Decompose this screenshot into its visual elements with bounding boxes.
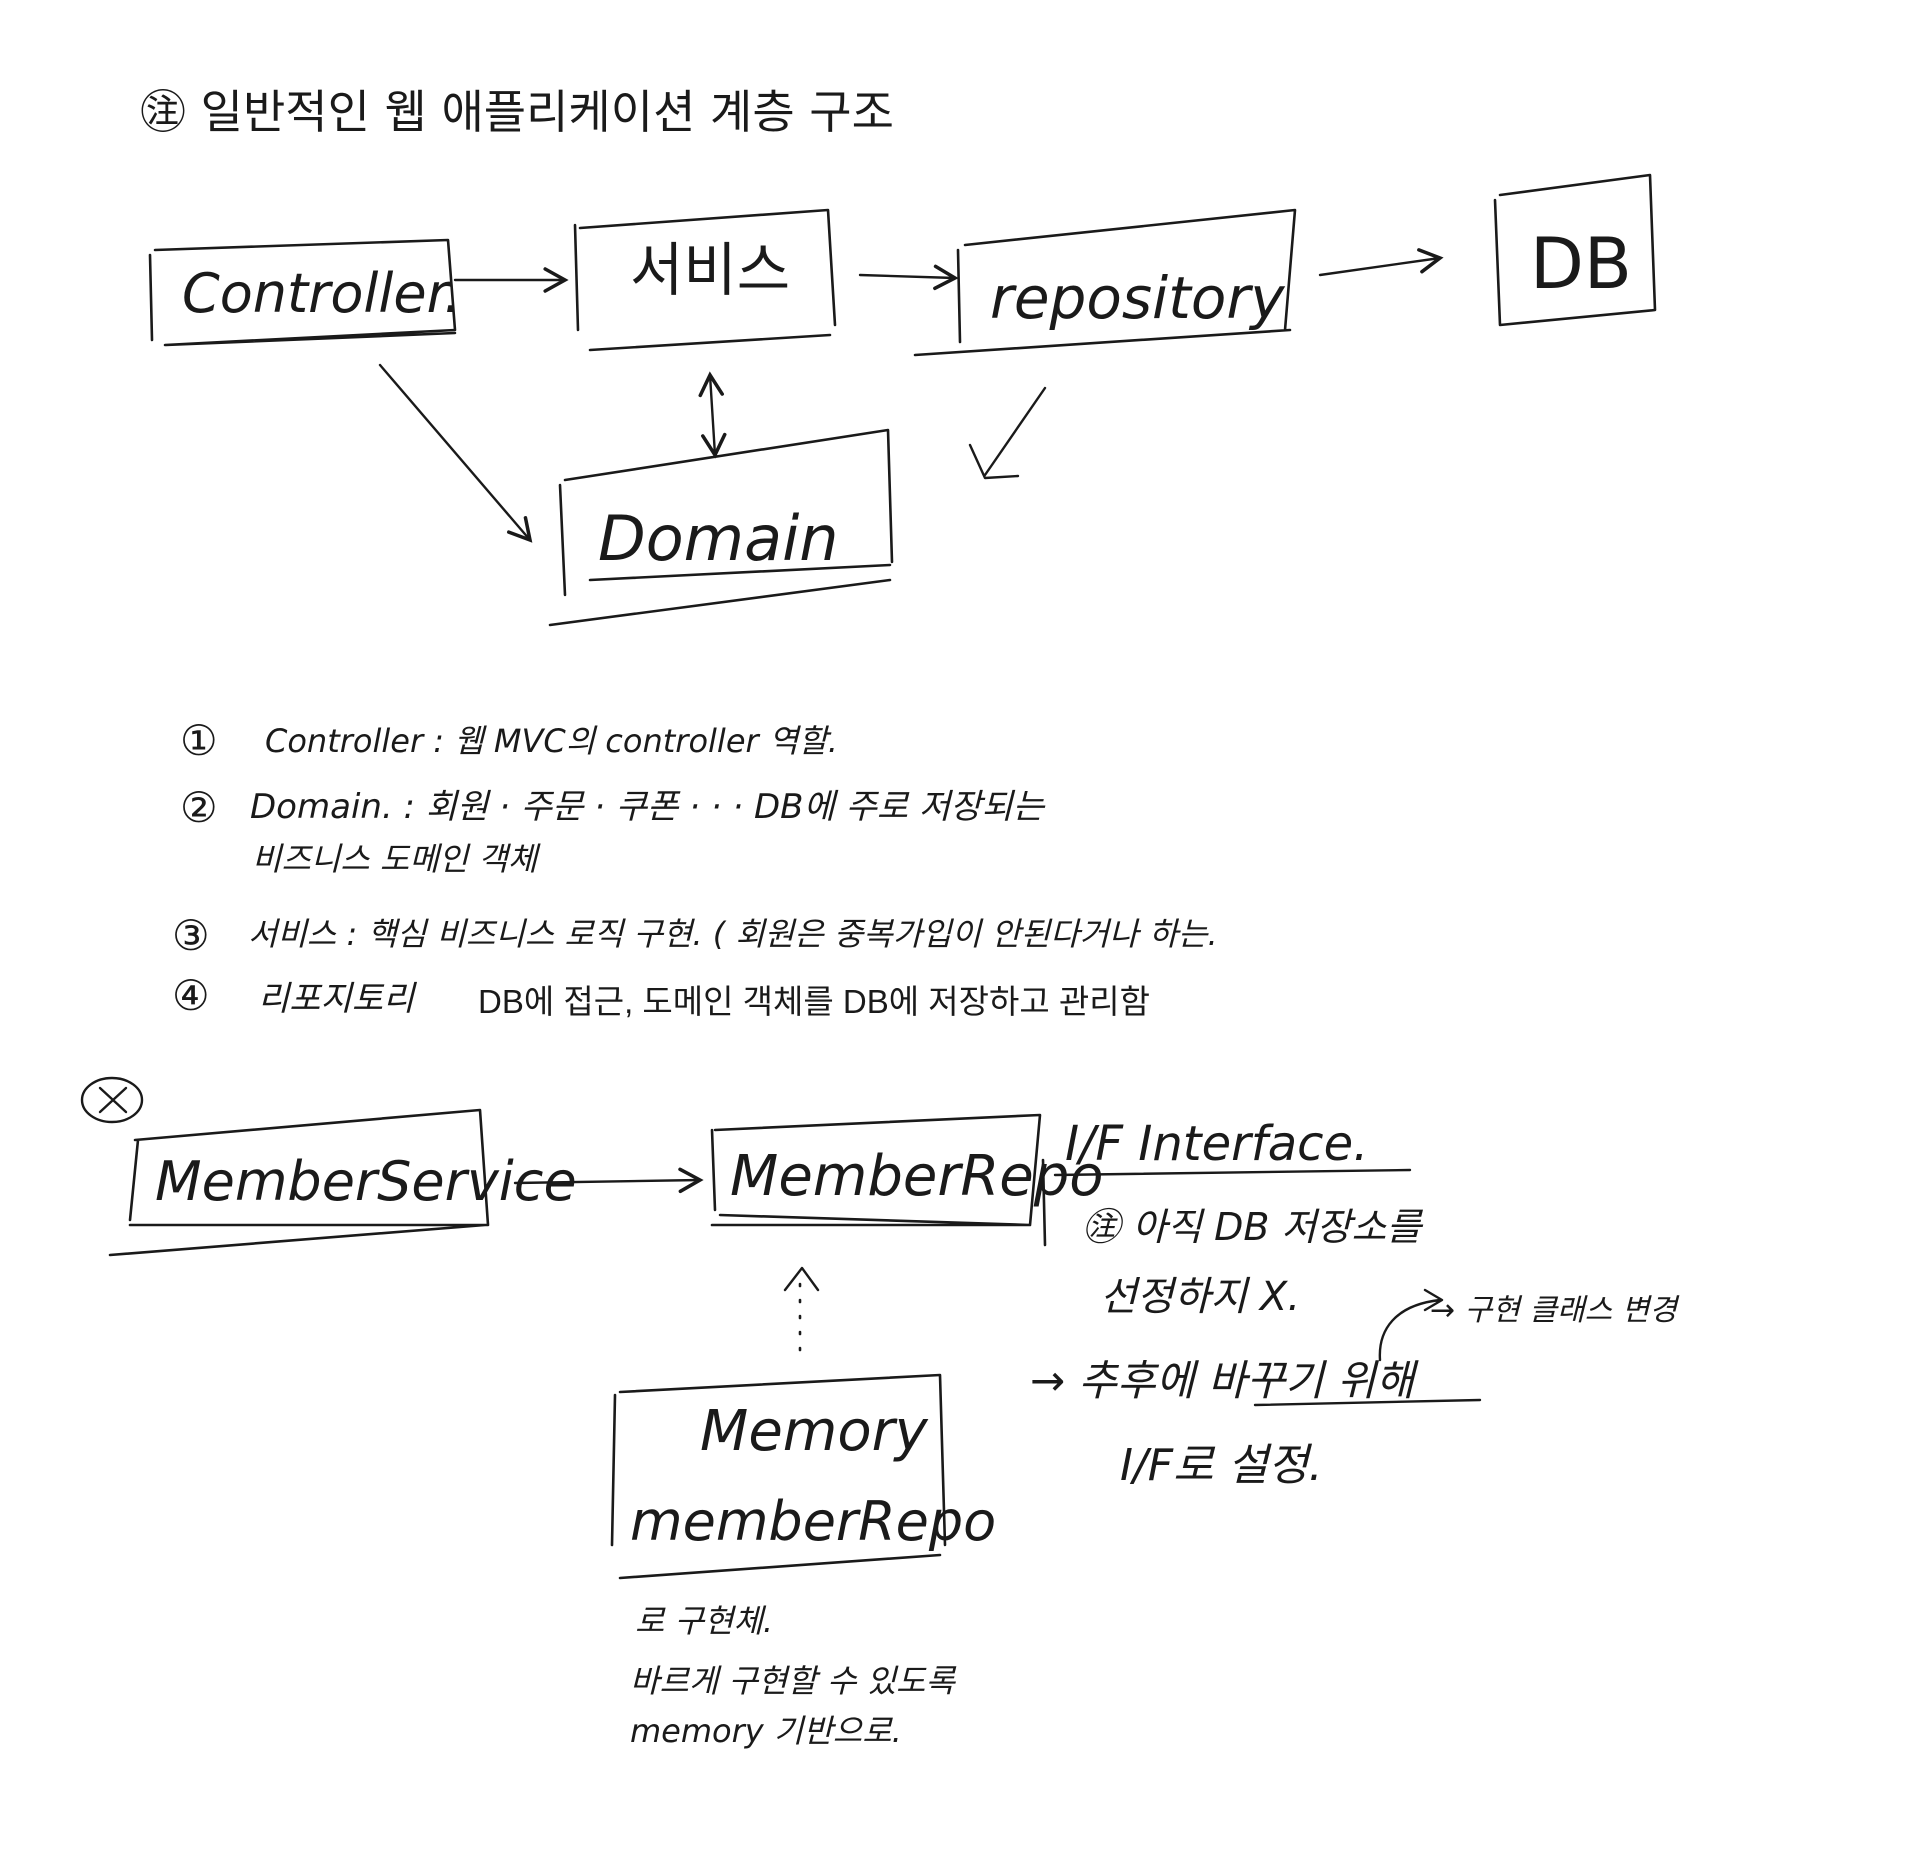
arrow-service-domain-bidirectional [698, 371, 727, 459]
service-node: 서비스 [573, 208, 837, 352]
arrow-controller-to-domain [378, 363, 533, 543]
impl-sub-line2: 바르게 구현할 수 있도록 [630, 1662, 956, 1700]
interface-underline [1053, 1168, 1412, 1177]
db-note-line2: 선정하지 X. [1100, 1274, 1300, 1320]
later-note-underline [1253, 1398, 1482, 1407]
impl-sub-line3: memory 기반으로. [630, 1712, 902, 1750]
member-repo-label: MemberRepo [730, 1144, 1104, 1209]
member-service-node: MemberService [108, 1108, 577, 1257]
note-1-text: Controller : 웹 MVC의 controller 역할. [265, 722, 838, 760]
member-service-label: MemberService [155, 1150, 577, 1213]
interface-label: I/F Interface. [1065, 1116, 1368, 1172]
later-note-line1: → 추후에 바꾸기 위해 [1030, 1356, 1419, 1405]
diagram-title: ㊟ 일반적인 웹 애플리케이션 계층 구조 [140, 85, 894, 139]
note-4-text: 리포지토리 [258, 979, 417, 1019]
member-repo-node: MemberRepo [710, 1113, 1104, 1247]
note-2-continued: 비즈니스 도메인 객체 [252, 840, 541, 878]
impl-note-curved-arrow [1378, 1288, 1444, 1362]
section-2-marker [80, 1076, 144, 1124]
impl-sub-line1: 로 구현체. [635, 1602, 773, 1640]
domain-label: Domain [598, 502, 839, 575]
notes-list: ① Controller : 웹 MVC의 controller 역할. ② D… [172, 716, 1218, 1020]
note-3-number: ③ [172, 911, 210, 960]
memory-member-repo-node: Memory memberRepo [610, 1373, 996, 1580]
later-note-line2: I/F로 설정. [1120, 1440, 1323, 1491]
implements-arrow-head [783, 1266, 820, 1292]
note-4-number: ④ [172, 971, 210, 1020]
controller-node: Controller. [148, 238, 461, 347]
repository-node: repository [913, 208, 1297, 357]
controller-label: Controller. [182, 262, 461, 325]
impl-note: → 구현 클래스 변경 [1430, 1293, 1680, 1328]
db-label: DB [1530, 223, 1632, 305]
arrow-service-to-repository [858, 264, 959, 291]
arrow-repository-to-domain [968, 386, 1047, 480]
note-2-text: Domain. : 회원 · 주문 · 쿠폰 · · · DB에 주로 저장되는 [250, 787, 1046, 827]
note-3-text: 서비스 : 핵심 비즈니스 로직 구현. ( 회원은 중복가입이 안된다거나 하… [248, 915, 1218, 953]
repository-label: repository [990, 264, 1285, 332]
db-note-line1: ㊟ 아직 DB 저장소를 [1082, 1205, 1423, 1249]
memory-repo-label-line2: memberRepo [630, 1490, 996, 1553]
typed-note: DB에 접근, 도메인 객체를 DB에 저장하고 관리함 [478, 983, 1150, 1020]
arrow-member-service-to-member-repo [513, 1167, 704, 1194]
domain-node: Domain [548, 428, 894, 627]
arrow-repository-to-db [1318, 248, 1444, 277]
note-1-number: ① [180, 716, 218, 765]
note-2-number: ② [180, 783, 218, 832]
memory-repo-label-line1: Memory [700, 1399, 929, 1464]
db-node: DB [1493, 173, 1657, 327]
service-label: 서비스 [630, 236, 790, 304]
